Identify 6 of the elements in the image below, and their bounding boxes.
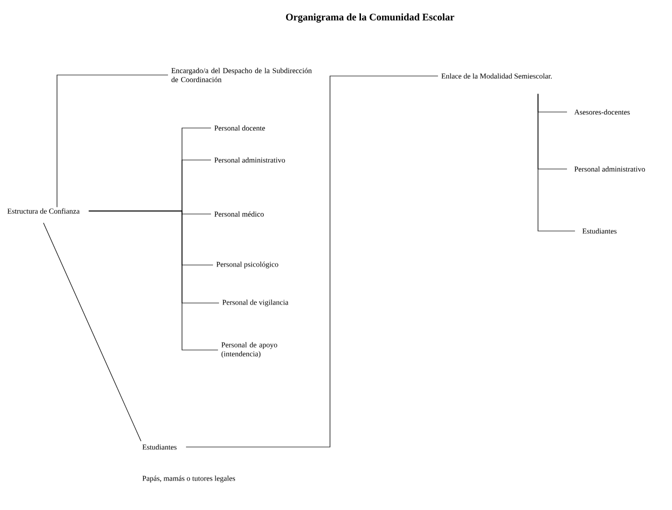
connector-line (56, 74, 168, 208)
connector-line (88, 210, 218, 350)
connector-line (186, 76, 438, 448)
connector-line (538, 94, 576, 232)
connector-line (43, 222, 142, 442)
title: Organigrama de la Comunidad Escolar (286, 13, 454, 23)
